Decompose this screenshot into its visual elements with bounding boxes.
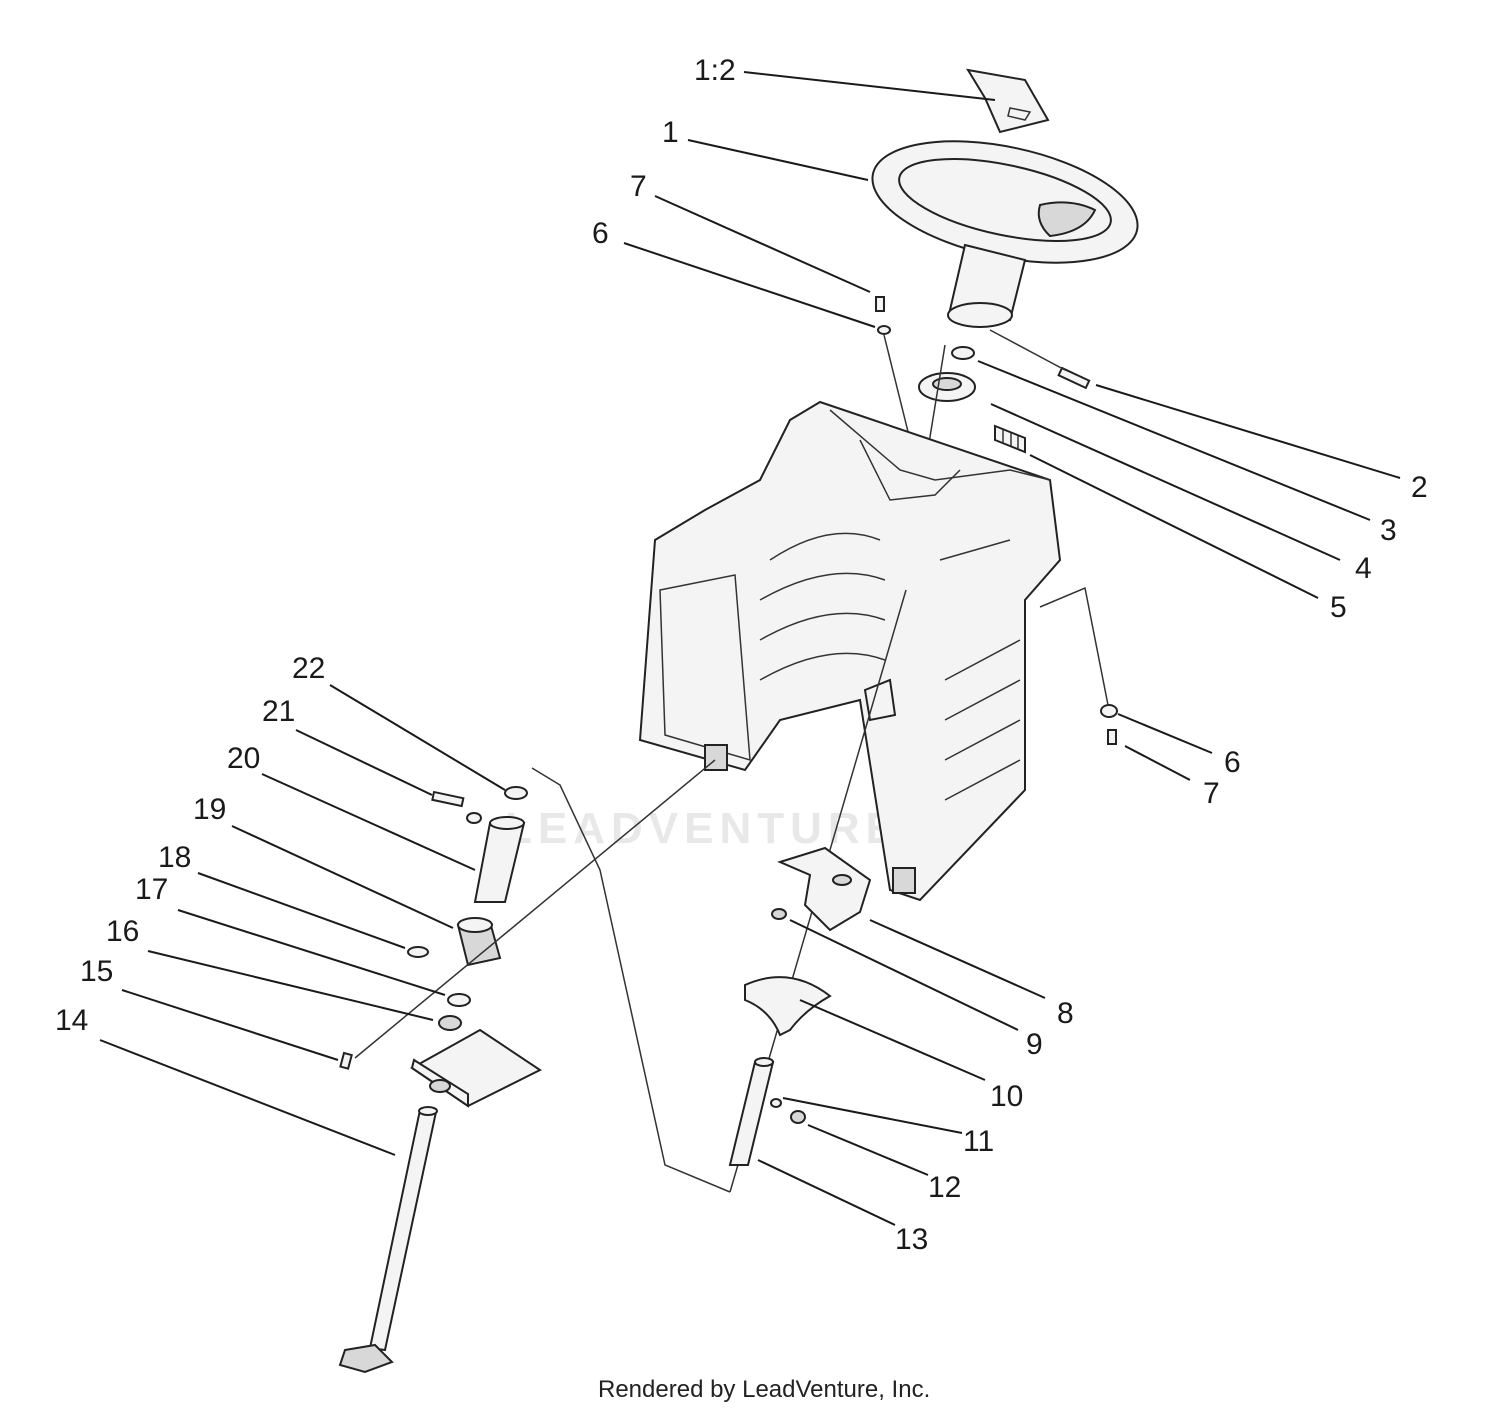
part-bushing-4 [918, 372, 976, 402]
part-bolt-21 [431, 790, 482, 824]
callout-1-2: 1:2 [694, 54, 736, 87]
callout-10: 10 [990, 1080, 1023, 1113]
callout-12: 12 [928, 1171, 961, 1204]
part-washer-18 [407, 946, 429, 958]
callout-17: 17 [135, 873, 168, 906]
callout-21: 21 [262, 695, 295, 728]
callout-5: 5 [1330, 591, 1347, 624]
bracket-connector-line [531, 767, 731, 1193]
leader-lines [99, 71, 1401, 1226]
part-roll-pin [989, 329, 1091, 390]
part-bolt-upper [875, 296, 891, 335]
callout-7-upper: 7 [630, 170, 647, 203]
part-bracket-8 [777, 846, 872, 932]
callout-14: 14 [55, 1004, 88, 1037]
callout-9: 9 [1026, 1028, 1043, 1061]
part-washer-3 [951, 346, 975, 360]
callout-8: 8 [1057, 997, 1074, 1030]
callout-22: 22 [292, 652, 325, 685]
part-nut-9 [771, 908, 787, 920]
part-washer-22 [504, 786, 528, 800]
part-washer-17 [447, 993, 471, 1007]
part-bolt-15 [339, 1051, 353, 1070]
callout-6-upper: 6 [592, 217, 609, 250]
callout-4: 4 [1355, 552, 1372, 585]
callout-15: 15 [80, 955, 113, 988]
callout-1: 1 [662, 116, 679, 149]
part-bushing-16 [438, 1015, 462, 1031]
part-tube-20 [473, 816, 526, 903]
callout-19: 19 [193, 793, 226, 826]
part-bracket-plate [410, 1028, 542, 1108]
callout-2: 2 [1411, 471, 1428, 504]
part-clip-5 [994, 424, 1026, 454]
part-bolt-right [1039, 586, 1118, 745]
callout-7-right: 7 [1203, 777, 1220, 810]
credit-footer: Rendered by LeadVenture, Inc. [598, 1376, 930, 1403]
part-bolt-11-12 [770, 1098, 806, 1124]
callout-18: 18 [158, 841, 191, 874]
callout-13: 13 [895, 1223, 928, 1256]
part-cover-10 [744, 976, 832, 1037]
part-steering-wheel [871, 140, 1139, 328]
part-shaft-13 [728, 1057, 775, 1166]
callout-20: 20 [227, 742, 260, 775]
lower-axis-line [354, 759, 716, 1059]
watermark-text: LEADVENTURE [505, 804, 901, 853]
callout-11: 11 [963, 1125, 994, 1158]
part-gear-19 [456, 917, 502, 967]
part-steering-shaft [338, 1106, 438, 1374]
callout-3: 3 [1380, 514, 1397, 547]
part-dash-housing [638, 400, 1062, 902]
part-emblem-1-2 [966, 68, 1050, 134]
callout-6-right: 6 [1224, 746, 1241, 779]
callout-16: 16 [106, 915, 139, 948]
